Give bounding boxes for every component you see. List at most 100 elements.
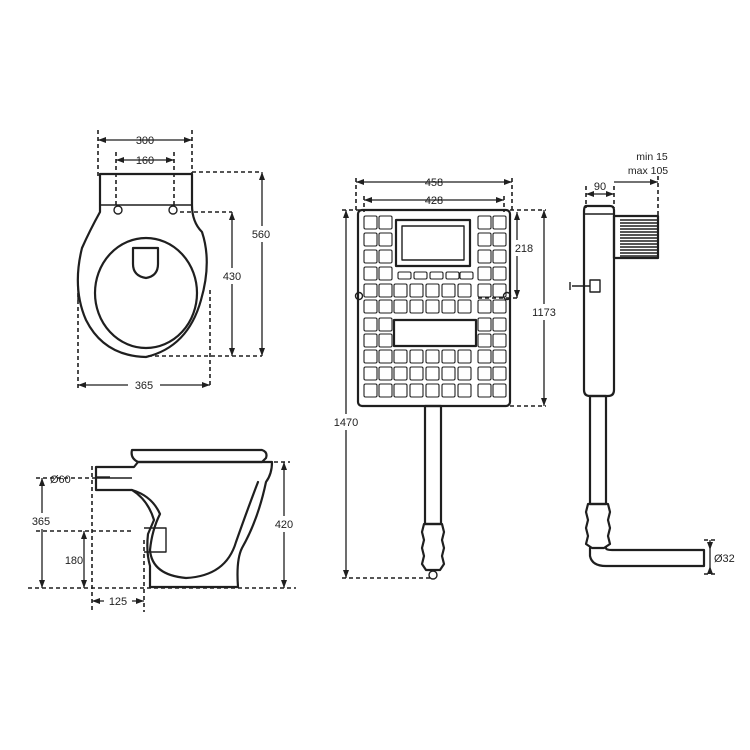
frame-cell bbox=[363, 317, 378, 332]
cistern-side-view: 90 min 15 max 105 Ø32 bbox=[569, 151, 735, 575]
frame-cell bbox=[363, 232, 378, 247]
fixing-point-right bbox=[502, 291, 512, 301]
frame-cell bbox=[409, 349, 424, 364]
frame-cell bbox=[409, 299, 424, 314]
frame-cell bbox=[363, 333, 378, 348]
pan-side-outline bbox=[94, 460, 274, 589]
frame-cell bbox=[477, 366, 492, 381]
frame-cell bbox=[425, 366, 440, 381]
frame-cell bbox=[409, 383, 424, 398]
frame-cell bbox=[363, 299, 378, 314]
dim-label-365-side: 365 bbox=[32, 516, 50, 528]
frame-cell bbox=[393, 366, 408, 381]
frame-cell bbox=[363, 249, 378, 264]
dim-label-1173: 1173 bbox=[532, 307, 556, 319]
frame-cell bbox=[492, 266, 507, 281]
dim-label-d60: Ø60 bbox=[50, 474, 71, 486]
pipe-end bbox=[428, 570, 438, 580]
label-bg bbox=[244, 226, 278, 242]
frame-cell bbox=[457, 283, 472, 298]
frame-cell bbox=[378, 317, 393, 332]
dim-label-560: 560 bbox=[252, 229, 270, 241]
label-bg bbox=[24, 513, 58, 529]
fixing-hole-left bbox=[113, 205, 123, 215]
dim-label-d32: Ø32 bbox=[714, 553, 735, 565]
frame-cell bbox=[477, 383, 492, 398]
flush-pipe bbox=[423, 404, 443, 526]
label-bg bbox=[215, 268, 249, 284]
frame-cell bbox=[429, 271, 444, 280]
frame-cell bbox=[425, 349, 440, 364]
seat-lid bbox=[130, 448, 268, 464]
frame-cell bbox=[363, 366, 378, 381]
frame-cell bbox=[457, 366, 472, 381]
frame-cell bbox=[363, 266, 378, 281]
dim-label-430: 430 bbox=[223, 271, 241, 283]
dim-label-160: 160 bbox=[136, 155, 154, 167]
frame-cell bbox=[492, 317, 507, 332]
frame-cell bbox=[378, 333, 393, 348]
frame-cell bbox=[393, 349, 408, 364]
frame-cell bbox=[477, 317, 492, 332]
frame-cell bbox=[425, 299, 440, 314]
frame-cell bbox=[397, 271, 412, 280]
frame-cell bbox=[492, 333, 507, 348]
label-bg bbox=[330, 414, 362, 430]
frame-cell bbox=[445, 271, 460, 280]
dim-label-365: 365 bbox=[135, 380, 153, 392]
frame-cell bbox=[413, 271, 428, 280]
frame-cell bbox=[393, 383, 408, 398]
access-panel-inner bbox=[401, 225, 465, 261]
trapway bbox=[130, 480, 260, 580]
dim-label-1470: 1470 bbox=[334, 417, 358, 429]
frame-cell bbox=[409, 283, 424, 298]
dim-arrows bbox=[650, 179, 658, 185]
cistern-pipe-connector bbox=[584, 502, 612, 550]
access-panel-outer bbox=[394, 218, 472, 268]
frame-cell bbox=[457, 299, 472, 314]
fixing-point-left bbox=[354, 291, 364, 301]
dim-label-max: max 105 bbox=[628, 165, 668, 177]
frame-cell bbox=[378, 266, 393, 281]
cistern-pipe bbox=[588, 394, 608, 506]
label-bg bbox=[513, 240, 537, 256]
frame-cell bbox=[477, 232, 492, 247]
frame-cell bbox=[492, 232, 507, 247]
valve-box bbox=[589, 279, 601, 293]
frame-cell bbox=[457, 383, 472, 398]
frame-cell bbox=[477, 215, 492, 230]
seat-ring bbox=[93, 236, 199, 350]
frame-cell bbox=[378, 349, 393, 364]
frame-outline bbox=[356, 208, 512, 408]
frame-cell bbox=[492, 249, 507, 264]
label-bg bbox=[104, 594, 132, 608]
frame-cell bbox=[363, 349, 378, 364]
frame-cell bbox=[459, 271, 474, 280]
frame-cell bbox=[457, 349, 472, 364]
outlet-spigot bbox=[144, 527, 167, 553]
frame-cell bbox=[477, 349, 492, 364]
dim-label-180: 180 bbox=[65, 555, 83, 567]
frame-cell bbox=[441, 299, 456, 314]
frame-cell bbox=[378, 249, 393, 264]
toilet-top-view: 300 160 560 430 365 bbox=[76, 130, 278, 392]
frame-cell bbox=[477, 249, 492, 264]
dim-label-min: min 15 bbox=[636, 151, 668, 163]
frame-cell bbox=[441, 349, 456, 364]
dim-label-458: 458 bbox=[425, 177, 443, 189]
frame-cell bbox=[425, 383, 440, 398]
frame-cell bbox=[363, 383, 378, 398]
toilet-side-view: Ø60 365 180 420 125 bbox=[24, 448, 300, 612]
frame-grid bbox=[363, 215, 507, 398]
dim-arrows bbox=[586, 191, 614, 197]
bracket-outline bbox=[612, 214, 660, 260]
dim-label-428: 428 bbox=[425, 195, 443, 207]
frame-cell bbox=[378, 366, 393, 381]
centre-panel bbox=[392, 318, 478, 348]
frame-cell bbox=[492, 283, 507, 298]
label-bg bbox=[268, 516, 300, 532]
bowl-opening bbox=[131, 246, 160, 280]
frame-cell bbox=[378, 383, 393, 398]
pipe-connector bbox=[420, 522, 446, 572]
